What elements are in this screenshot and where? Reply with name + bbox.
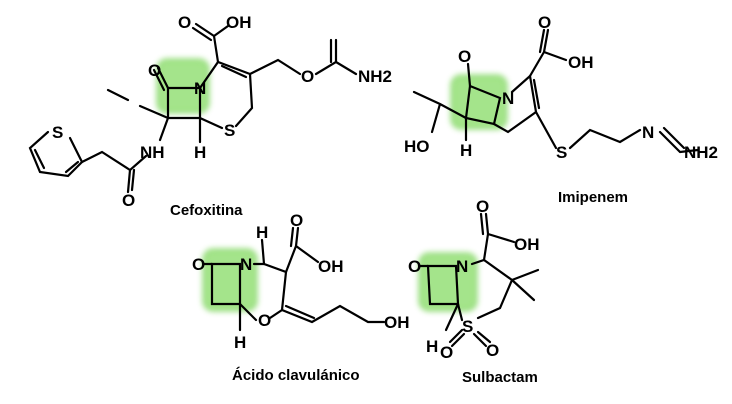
atom-label: OH — [514, 235, 540, 254]
molecule-sulbactam: O OH O N S O O H Sulbactam — [408, 197, 540, 386]
molecule-name: Imipenem — [558, 189, 628, 206]
molecule-name: Ácido clavulánico — [232, 367, 360, 384]
molecule-imipenem: O N O OH HO H S N NH2 Imipenem — [404, 13, 718, 206]
atom-label: H — [426, 337, 438, 356]
atom-label: N — [240, 255, 252, 274]
atom-label: O — [290, 211, 303, 230]
atom-label: N — [194, 79, 206, 98]
atom-label: S — [52, 123, 63, 142]
atom-label: NH2 — [684, 143, 718, 162]
atom-label: O — [148, 61, 161, 80]
atom-label: OH — [318, 257, 344, 276]
atom-label: H — [256, 223, 268, 242]
atom-label: N — [642, 123, 654, 142]
atom-label: N — [456, 257, 468, 276]
atom-label: S — [224, 121, 235, 140]
molecule-name: Sulbactam — [462, 369, 538, 386]
atom-label: O — [538, 13, 551, 32]
atom-label: OH — [226, 13, 252, 32]
atom-label: O — [476, 197, 489, 216]
atom-label: H — [234, 333, 246, 352]
atom-label: H — [194, 143, 206, 162]
atom-label: NH — [140, 143, 165, 162]
atom-label: O — [178, 13, 191, 32]
atom-label: N — [502, 89, 514, 108]
atom-label: O — [458, 47, 471, 66]
atom-label: S — [556, 143, 567, 162]
molecule-name: Cefoxitina — [170, 202, 243, 219]
atom-label: O — [258, 311, 271, 330]
atom-label: H — [460, 141, 472, 160]
atom-label: HO — [404, 137, 430, 156]
atom-label: NH2 — [358, 67, 392, 86]
atom-label: O — [192, 255, 205, 274]
atom-label: S — [462, 317, 473, 336]
atom-label: OH — [384, 313, 410, 332]
molecule-acido-clavulanico: O H N O OH O OH H Ácido clavulánico — [192, 211, 410, 384]
atom-label: O — [486, 341, 499, 360]
molecule-cefoxitina: O OH O NH2 N O S NH H O S Cefoxitina — [28, 13, 392, 219]
atom-label: O — [301, 67, 314, 86]
atom-label: OH — [568, 53, 594, 72]
beta-lactam-highlight — [156, 58, 210, 114]
beta-lactam-highlight — [418, 252, 478, 312]
atom-label: O — [440, 343, 453, 362]
atom-label: O — [122, 191, 135, 210]
atom-label: O — [408, 257, 421, 276]
